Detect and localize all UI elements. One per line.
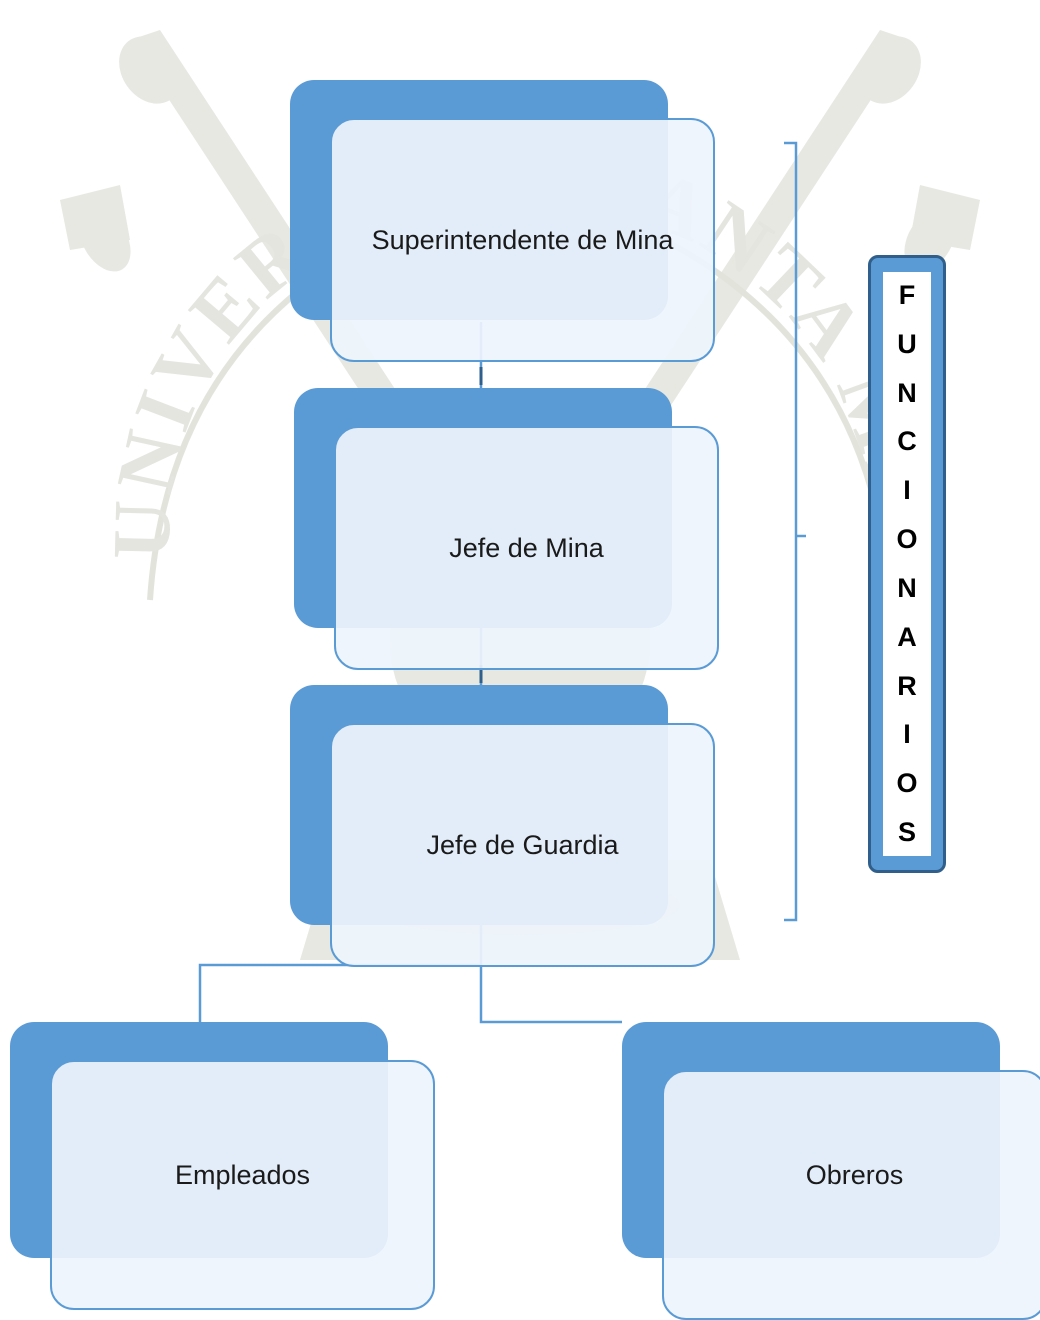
- funcionarios-label: F U N C I O N A R I O S: [883, 272, 931, 856]
- letter-r: R: [897, 670, 917, 701]
- letter-a: A: [897, 621, 917, 652]
- node-card: Obreros: [662, 1070, 1040, 1320]
- node-label: Superintendente de Mina: [371, 224, 674, 255]
- funcionarios-bracket: [784, 141, 798, 922]
- letter-f: F: [898, 280, 916, 310]
- letter-u: U: [897, 328, 917, 359]
- letter-c: C: [897, 426, 917, 457]
- node-label: Empleados: [174, 1159, 311, 1190]
- funcionarios-label-box: F U N C I O N A R I O S: [868, 255, 946, 873]
- node-label: Obreros: [805, 1159, 904, 1190]
- node-card: Jefe de Mina: [334, 426, 719, 670]
- node-shift-chief: Jefe de Guardia: [290, 685, 715, 967]
- letter-s: S: [897, 816, 916, 847]
- letter-o: O: [896, 768, 918, 799]
- node-card: Empleados: [50, 1060, 435, 1310]
- node-card: Superintendente de Mina: [330, 118, 715, 362]
- connector-shift-chief-to-employees: [198, 963, 481, 1022]
- node-workers: Obreros: [622, 1022, 1040, 1320]
- node-employees: Empleados: [10, 1022, 435, 1310]
- letter-n: N: [897, 377, 917, 408]
- node-card: Jefe de Guardia: [330, 723, 715, 967]
- node-label: Jefe de Guardia: [426, 829, 619, 860]
- letter-i: I: [903, 719, 911, 750]
- node-superintendent: Superintendente de Mina: [290, 80, 715, 362]
- node-label: Jefe de Mina: [449, 532, 604, 563]
- letter-o: O: [896, 524, 918, 555]
- letter-n: N: [897, 572, 917, 603]
- node-mine-chief: Jefe de Mina: [294, 388, 719, 670]
- letter-i: I: [903, 475, 911, 506]
